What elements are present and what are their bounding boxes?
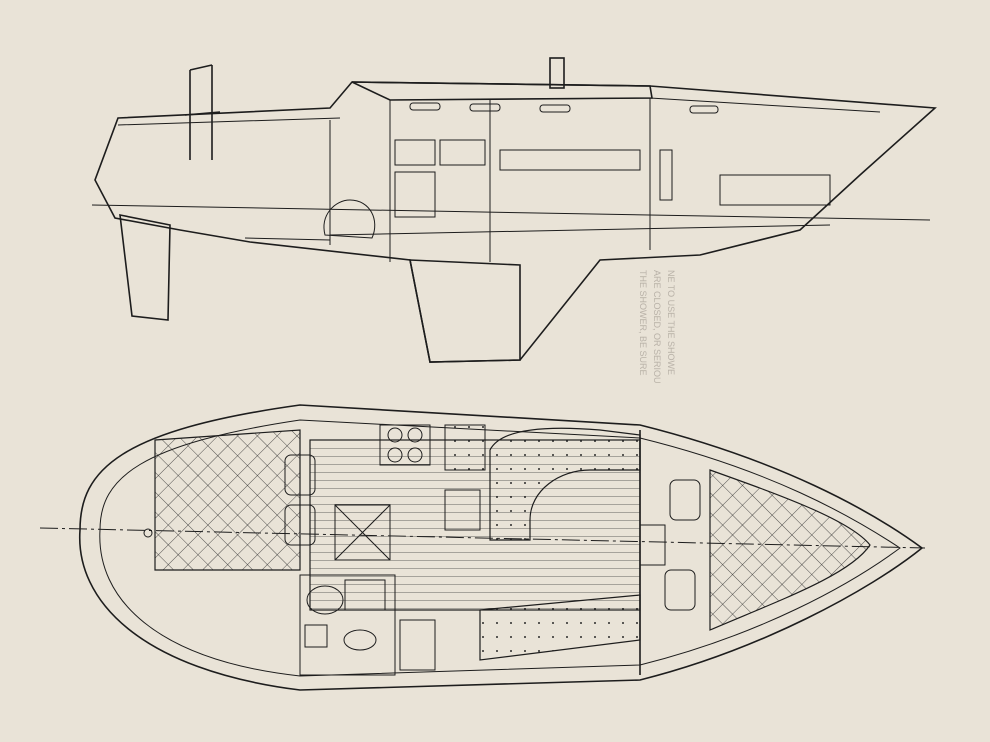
head-compartment [299,574,396,676]
companionway-steps [334,504,391,561]
prop-shaft [244,237,331,241]
companionway-x [334,504,391,561]
bleed-line-2: ARE CLOSED, OR SERIOU [652,270,662,384]
accommodation-plan [39,404,926,691]
portlight [539,104,571,113]
burner-icon [387,447,403,463]
sheer-line [117,97,881,126]
engine [323,199,376,239]
cabin-sole [329,224,831,236]
portlight [469,103,501,112]
nav-station [399,619,436,671]
burner-icon [387,427,403,443]
portlight [409,102,441,111]
locker [439,139,486,166]
stove [394,171,436,218]
mast-stub [549,57,565,89]
waterline [91,204,931,221]
burner-icon [407,447,423,463]
toilet-icon [306,585,344,615]
head-sink-icon [343,629,377,651]
galley-sink [444,489,481,531]
v-berth [719,174,831,206]
keel [409,259,521,363]
portlight [689,105,719,114]
shower-seat [344,579,386,611]
bleed-through-text: THE SHOWER, BE SURE ARE CLOSED, OR SERIO… [638,270,676,384]
burner-icon [407,427,423,443]
locker [394,139,436,166]
head-locker [304,624,328,648]
stern-pulpit [184,64,221,160]
rudder [119,213,171,321]
galley-stove [379,424,431,466]
hull-outline [94,81,937,363]
aft-fitting [143,528,153,538]
cabin-trunk [351,81,653,101]
galley-counter [444,424,486,471]
v-berth-pillow [664,569,696,611]
v-berth-cushion [709,469,871,631]
inboard-profile [91,57,937,363]
cabinet-doors [499,149,641,171]
plan-hull-outline [78,404,924,691]
aft-berth-cushion [154,429,301,571]
bleed-line-3: NE TO USE THE SHOWE [666,270,676,375]
bleed-line-1: THE SHOWER, BE SURE [638,270,648,376]
forecabin-door [639,524,666,566]
v-berth-pillow [669,479,701,521]
cabinet-doors [659,149,673,201]
